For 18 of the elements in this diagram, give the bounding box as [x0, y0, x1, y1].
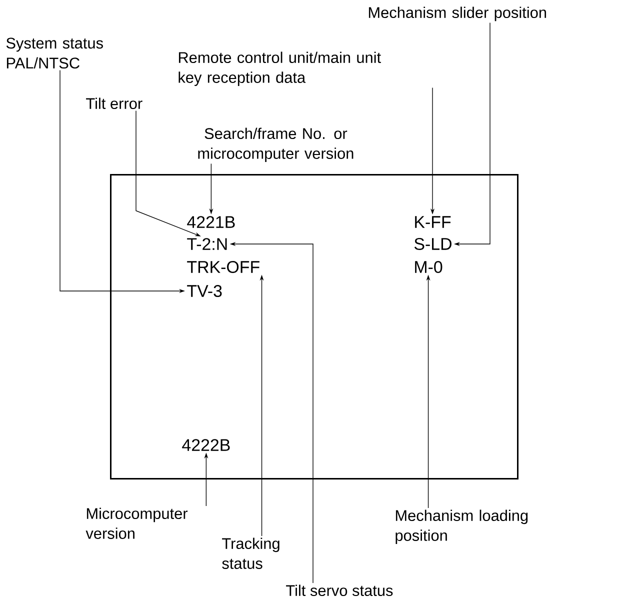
callout-label: Remote control unit/main unit key reception data [178, 52, 381, 86]
callout-label: System status PAL/NTSC [6, 38, 103, 69]
callout-label: Mechanism slider position [368, 6, 546, 22]
display-text: M-0 [415, 261, 442, 273]
display-text: S-LD [414, 238, 452, 250]
display-text: T-2:N [187, 238, 227, 250]
callout-label: Search/frame No. or microcomputer version [198, 128, 354, 162]
display-text: TRK-OFF [187, 261, 260, 273]
display-text: 4222B [182, 439, 230, 451]
callout-label: Tilt error [86, 98, 142, 110]
callout-label: Tracking status [222, 538, 280, 569]
callout-label: Tilt servo status [286, 584, 393, 596]
callout-label: Microcomputer version [86, 508, 188, 539]
display-text: K-FF [415, 216, 451, 228]
screen-frame [110, 174, 518, 480]
display-text: TV-3 [187, 285, 222, 297]
callout-label: Mechanism loading position [396, 510, 528, 544]
display-text: 4221B [187, 216, 235, 228]
